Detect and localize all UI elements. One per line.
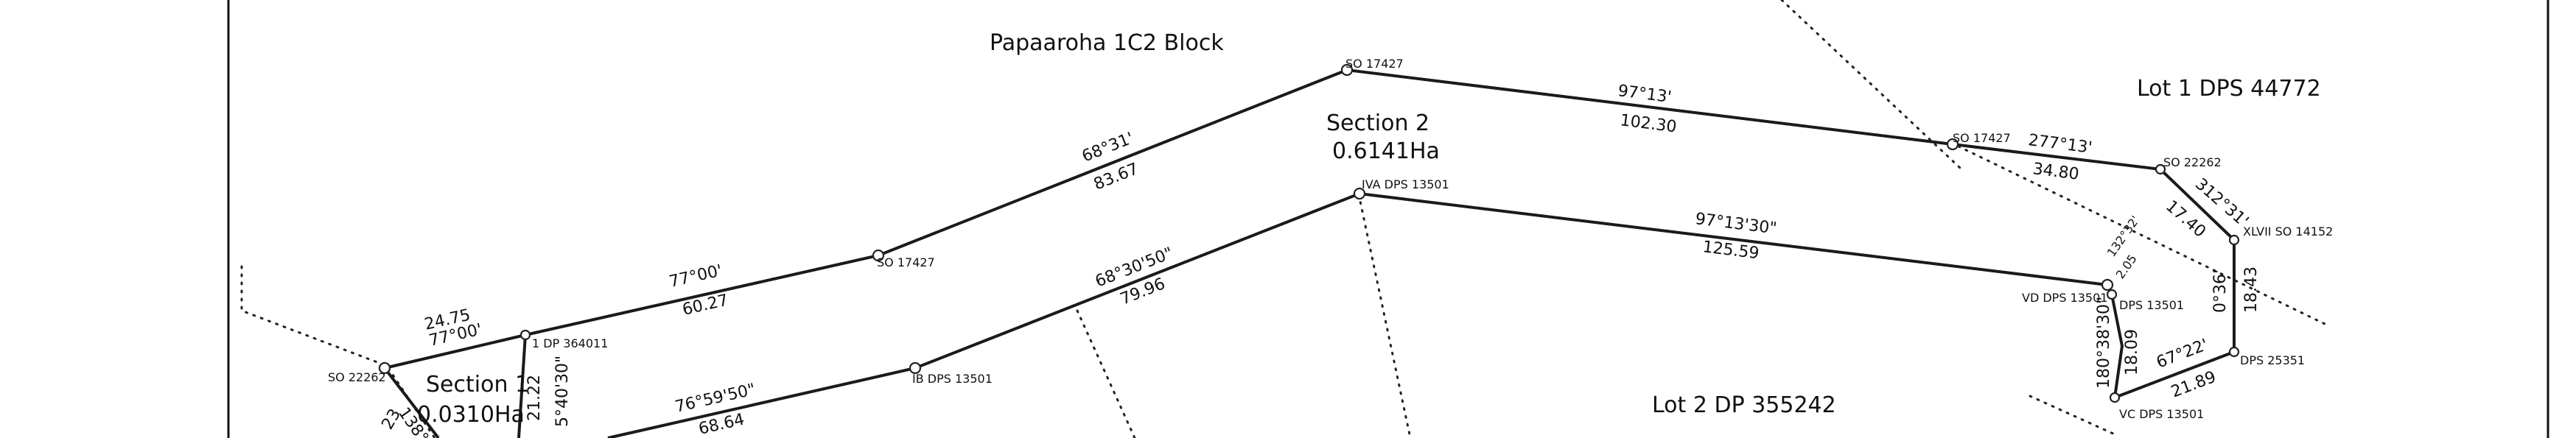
dotted-boundary [1076, 309, 1136, 438]
dotted-boundary [2029, 395, 2116, 436]
survey-mark [909, 361, 922, 375]
survey-mark [2228, 234, 2240, 246]
mark-label: IB DPS 13501 [912, 372, 993, 386]
dimension-distance: 102.30 [1619, 111, 1678, 136]
parcel-label-papaaroha: Papaaroha 1C2 Block [990, 30, 1224, 56]
survey-mark [2155, 163, 2166, 175]
dimension-distance: 18.09 [2123, 329, 2141, 375]
dimension-distance: 21.22 [525, 375, 544, 421]
parcel-label-section1-area: 0.0310Ha [417, 402, 525, 428]
survey-mark [2106, 289, 2118, 300]
dimension-bearing: 67°22' [2154, 336, 2211, 372]
dimension-distance: 60.27 [681, 292, 730, 319]
mark-label: VD DPS 13501 [2022, 291, 2107, 305]
dimension-distance: 18.43 [2242, 266, 2261, 313]
mark-label: DPS 25351 [2240, 353, 2305, 367]
dimension-bearing: 77°00' [668, 261, 724, 291]
parcel-label-section2-area: 0.6141Ha [1332, 138, 1440, 164]
dimension-distance: 34.80 [2031, 160, 2080, 184]
dimension-bearing: 0°36' [2211, 269, 2230, 313]
parcel-label-section1-name: Section 1 [426, 372, 529, 398]
boundary-section2-bottom [607, 191, 2235, 438]
survey-mark [2109, 392, 2121, 403]
mark-label: VC DPS 13501 [2119, 407, 2204, 421]
mark-label: SO 17427 [1953, 131, 2011, 145]
boundary-section2-top [384, 68, 2236, 370]
mark-label: SO 17427 [877, 255, 935, 269]
dimension-distance: 68.64 [697, 411, 746, 438]
parcel-label-lot2: Lot 2 DP 355242 [1652, 392, 1836, 418]
survey-mark [2228, 346, 2240, 358]
mark-label: SO 17427 [1345, 57, 1404, 71]
dimension-distance: 17.40 [2162, 197, 2209, 241]
survey-mark [1353, 187, 1366, 200]
dimension-bearing: 180°38'30" [2095, 297, 2113, 389]
survey-mark [1340, 63, 1354, 77]
parcel-label-section2-name: Section 2 [1326, 110, 1429, 136]
dimension-bearing: 76°59'50" [673, 381, 757, 417]
mark-label: DPS 13501 [2119, 298, 2184, 312]
mark-label: 1 DP 364011 [532, 336, 608, 350]
dotted-boundary [1780, 0, 1961, 169]
dotted-boundary [1357, 193, 1412, 438]
boundary-dp364011-post [517, 334, 527, 438]
dimension-bearing: 132°32' [2104, 213, 2143, 260]
survey-mark [1946, 138, 1959, 151]
boundary-section1-edge [383, 367, 440, 438]
dimension-bearing: 5°40'30" [553, 356, 572, 427]
survey-mark [872, 249, 885, 262]
mark-label: XLVII SO 14152 [2243, 225, 2333, 239]
survey-mark [2101, 278, 2114, 292]
parcel-label-lot1: Lot 1 DPS 44772 [2137, 76, 2321, 102]
mark-label: IVA DPS 13501 [1362, 177, 1449, 191]
dimension-bearing: 68°31' [1079, 129, 1136, 166]
mark-label: SO 22262 [328, 370, 386, 384]
survey-mark [519, 329, 531, 341]
mark-label: SO 22262 [2163, 155, 2222, 169]
survey-mark [378, 361, 391, 375]
dimension-distance: 83.67 [1091, 160, 1141, 194]
dimension-bearing: 97°13'30" [1694, 210, 1777, 238]
